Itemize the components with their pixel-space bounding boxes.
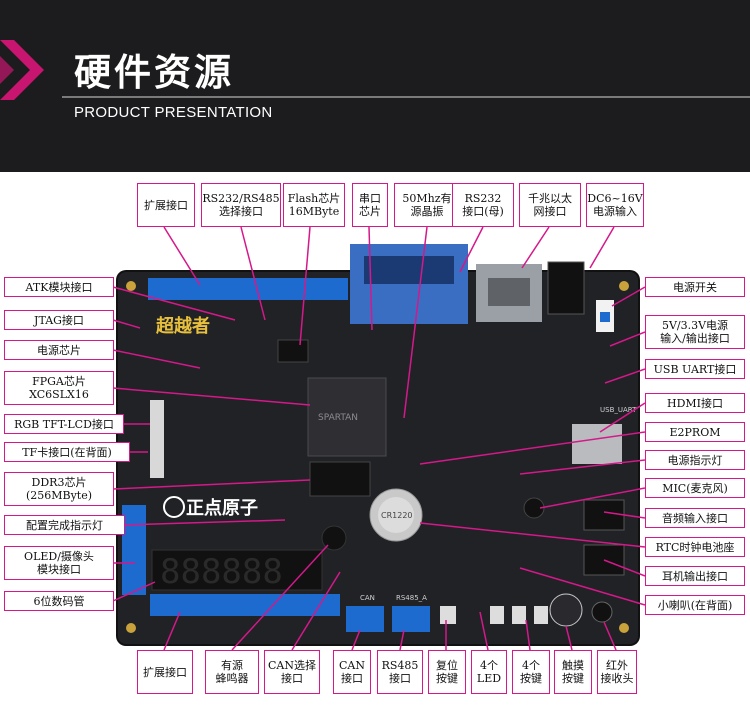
header-divider (62, 96, 750, 98)
svg-text:CAN: CAN (360, 594, 375, 602)
svg-text:CR1220: CR1220 (381, 511, 413, 520)
label-hdmi: HDMI接口 (645, 393, 745, 413)
dc-jack (547, 261, 585, 315)
label-six-digit-display: 6位数码管 (4, 591, 114, 611)
label-gigabit-ethernet: 千兆以太网接口 (519, 183, 581, 227)
lcd-connector (150, 400, 164, 478)
label-can-select: CAN选择接口 (264, 650, 320, 694)
label-active-buzzer: 有源蜂鸣器 (205, 650, 259, 694)
board-logo-text: 正点原子 (186, 497, 258, 519)
label-expansion-bottom: 扩展接口 (137, 650, 193, 694)
headphone-jack (583, 544, 625, 576)
can-terminal (346, 606, 384, 632)
label-rgb-tft-lcd: RGB TFT-LCD接口 (4, 414, 124, 434)
board-brand: 超越者 (156, 315, 210, 337)
label-mic: MIC(麦克风) (645, 478, 745, 498)
label-touch-key: 触摸按键 (554, 650, 592, 694)
svg-text:RS485_A: RS485_A (396, 594, 427, 602)
audio-in-jack (583, 499, 625, 531)
label-power-io: 5V/3.3V电源输入/输出接口 (645, 315, 745, 349)
label-ddr3-chip: DDR3芯片(256MByte) (4, 472, 114, 506)
label-rtc-battery: RTC时钟电池座 (645, 537, 745, 557)
label-e2prom: E2PROM (645, 422, 745, 442)
label-serial-chip: 串口芯片 (352, 183, 388, 227)
bottom-expansion-header (150, 594, 340, 616)
board-logo-icon (163, 496, 185, 518)
label-audio-in: 音频输入接口 (645, 508, 745, 528)
top-expansion-header (148, 278, 348, 300)
label-config-done-led: 配置完成指示灯 (4, 515, 125, 535)
header-stripe-decoration (0, 40, 44, 100)
label-power-chip: 电源芯片 (4, 340, 114, 360)
buzzer (321, 525, 347, 551)
ir-receiver (591, 601, 613, 623)
fpga-marking: SPARTAN (318, 413, 358, 423)
label-reset-key: 复位按键 (428, 650, 466, 694)
rs485-terminal (392, 606, 430, 632)
svg-text:USB_UART: USB_UART (600, 406, 637, 414)
label-atk-module: ATK模块接口 (4, 277, 114, 297)
oled-camera-header (122, 505, 146, 595)
label-power-switch: 电源开关 (645, 277, 745, 297)
label-usb-uart: USB UART接口 (645, 359, 745, 379)
label-power-led: 电源指示灯 (645, 450, 745, 470)
label-expansion-top: 扩展接口 (137, 183, 195, 227)
label-headphone-out: 耳机输出接口 (645, 566, 745, 586)
svg-text:888888: 888888 (160, 552, 283, 592)
label-jtag: JTAG接口 (4, 310, 114, 330)
ddr3-chip (309, 461, 371, 497)
page-header: 硬件资源 PRODUCT PRESENTATION (0, 0, 750, 172)
label-oled-camera: OLED/摄像头模块接口 (4, 546, 114, 580)
label-crystal-50mhz: 50Mhz有源晶振 (394, 183, 460, 227)
label-speaker: 小喇叭(在背面) (645, 595, 745, 615)
touch-key (549, 593, 583, 627)
fpga-chip (307, 377, 387, 457)
page-subtitle: PRODUCT PRESENTATION (74, 104, 273, 121)
page-title: 硬件资源 (74, 51, 234, 94)
mic (523, 497, 545, 519)
label-four-keys: 4个按键 (512, 650, 550, 694)
label-tf-card: TF卡接口(在背面) (4, 442, 130, 462)
hdmi-port (572, 424, 622, 464)
label-ir-receiver: 红外接收头 (597, 650, 637, 694)
reset-key (440, 606, 456, 624)
